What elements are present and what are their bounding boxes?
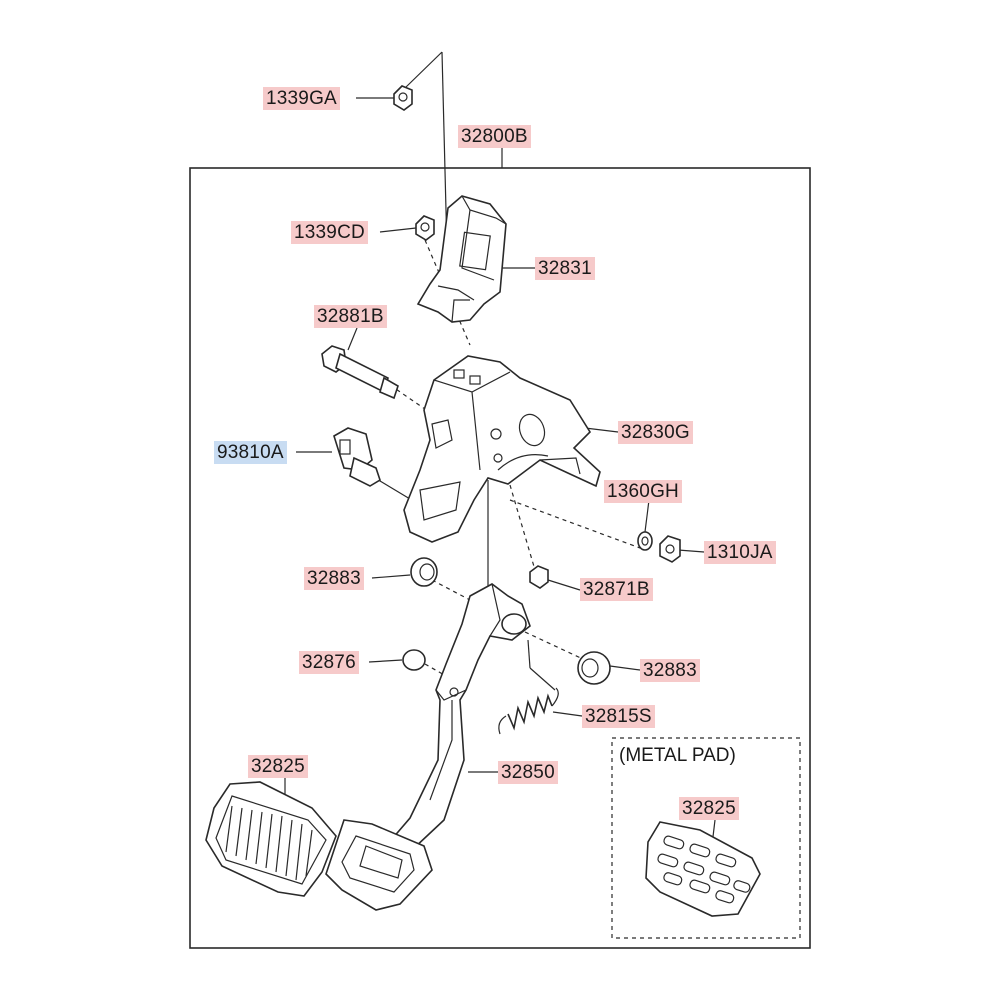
callout-32881b: 32881B — [314, 305, 387, 328]
callout-93810a: 93810A — [214, 441, 287, 464]
callout-32883-right: 32883 — [640, 659, 700, 682]
callout-32830g: 32830G — [618, 421, 693, 444]
bolt-32881b-icon — [321, 345, 399, 400]
nut-1310ja-icon — [659, 535, 681, 563]
nut-1339ga-icon — [393, 85, 413, 111]
callout-32883-left: 32883 — [304, 567, 364, 590]
return-spring-32815s-icon — [498, 687, 559, 735]
upper-bracket-32831-icon — [416, 195, 507, 323]
bushing-32876-icon — [402, 649, 426, 671]
bolt-32871b-icon — [529, 565, 549, 589]
assembly-frame — [189, 167, 811, 949]
callout-32876: 32876 — [299, 651, 359, 674]
callout-1339cd: 1339CD — [291, 221, 368, 244]
main-bracket-32830g-icon — [403, 355, 601, 543]
metal-pad-caption: (METAL PAD) — [619, 745, 736, 766]
callout-1310ja: 1310JA — [704, 541, 776, 564]
callout-32871b: 32871B — [580, 578, 653, 601]
callout-1360gh: 1360GH — [604, 480, 682, 503]
callout-1339ga: 1339GA — [263, 87, 340, 110]
callout-32825-metal: 32825 — [679, 797, 739, 820]
nut-1339cd-icon — [415, 215, 435, 241]
pedal-pad-arm-icon — [325, 819, 433, 911]
callout-32850: 32850 — [498, 761, 558, 784]
callout-32800b: 32800B — [458, 125, 531, 148]
rubber-pad-32825-icon — [205, 781, 337, 897]
bushing-32883-right-icon — [577, 651, 611, 685]
bushing-32883-left-icon — [410, 557, 438, 587]
stop-lamp-switch-93810a-icon — [333, 427, 381, 487]
metal-pad-32825-icon — [645, 821, 761, 917]
washer-1360gh-icon — [637, 531, 653, 551]
metal-pad-box — [611, 737, 801, 939]
callout-32831: 32831 — [535, 257, 595, 280]
callout-32815s: 32815S — [582, 705, 655, 728]
pedal-arm-32850-icon — [384, 583, 531, 851]
callout-32825-rubber: 32825 — [248, 755, 308, 778]
